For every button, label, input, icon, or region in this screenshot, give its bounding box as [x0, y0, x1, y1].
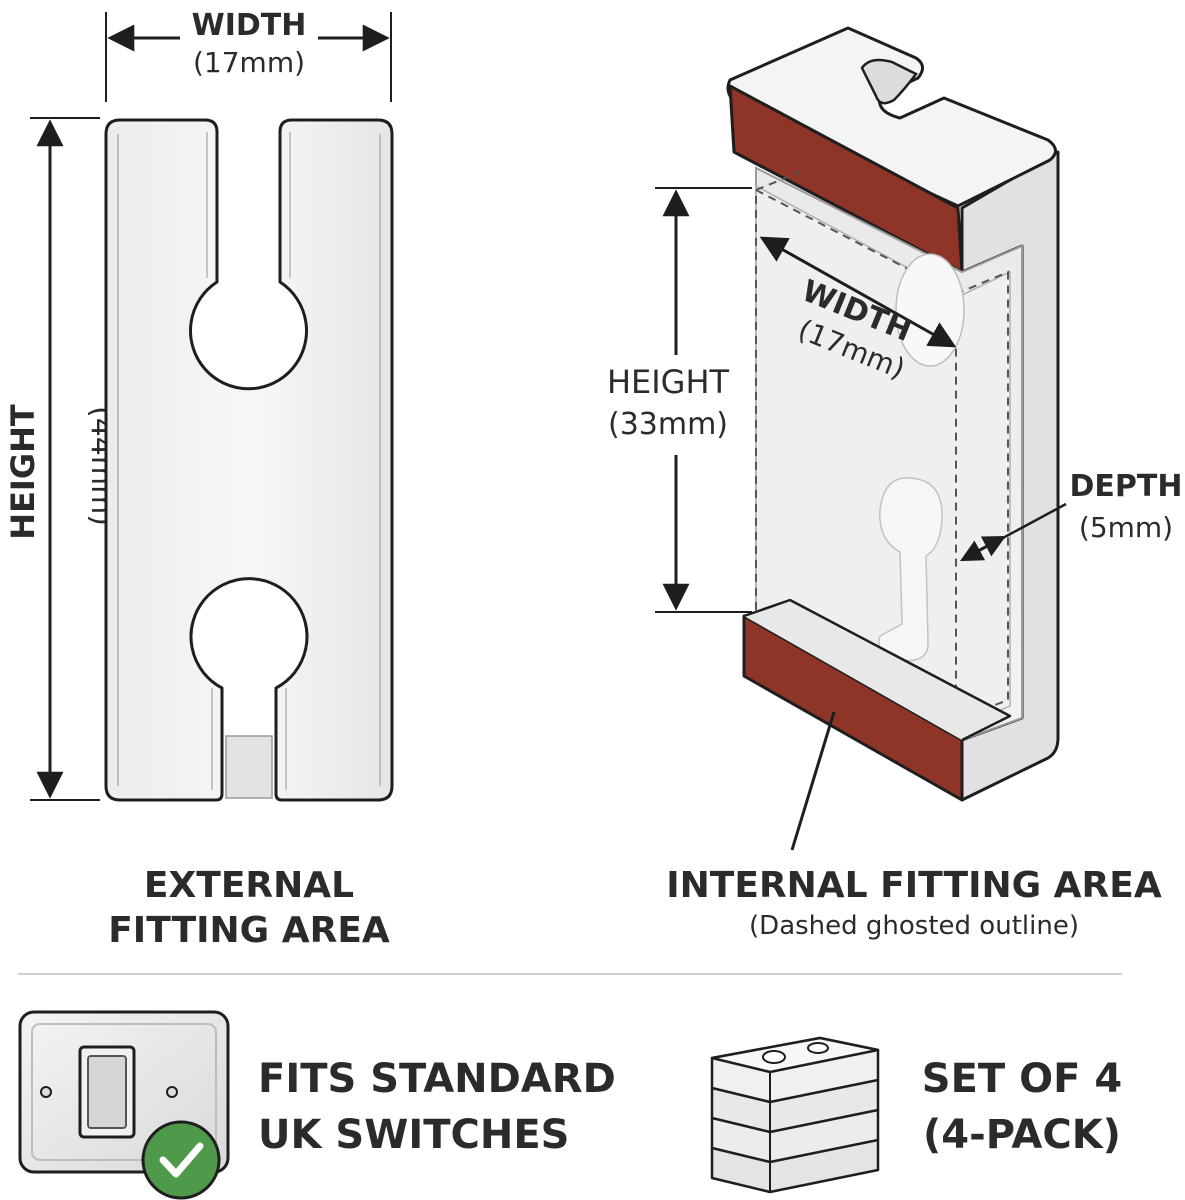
- set-of-4-feature: SET OF 4 (4-PACK): [710, 1036, 1122, 1194]
- external-caption-line2: FITTING AREA: [108, 910, 390, 951]
- set-line2: (4-PACK): [923, 1112, 1121, 1158]
- external-diagram: WIDTH (17mm) HEIGHT (44mm) EXTERNAL FITT…: [4, 8, 394, 951]
- fits-line2: UK SWITCHES: [258, 1112, 569, 1158]
- check-badge-icon: [141, 1120, 221, 1200]
- fits-line1: FITS STANDARD: [258, 1056, 616, 1102]
- stacked-spacers-icon: [710, 1036, 880, 1194]
- internal-bottom-adhesive: [742, 614, 964, 802]
- internal-notch-cylinder: [860, 58, 918, 105]
- external-height-label: HEIGHT: [4, 404, 42, 540]
- external-keyhole-floor: [225, 735, 273, 799]
- internal-upper-hole: [895, 253, 965, 367]
- external-width-label: WIDTH: [192, 8, 307, 43]
- fits-uk-switches-feature: FITS STANDARD UK SWITCHES: [18, 1010, 616, 1200]
- internal-bottom-edge: [743, 598, 1012, 742]
- set-line1: SET OF 4: [922, 1056, 1122, 1102]
- external-width-value: (17mm): [193, 46, 305, 79]
- internal-depth-label: DEPTH: [1070, 469, 1183, 504]
- external-caption-line1: EXTERNAL: [144, 865, 354, 906]
- internal-height-value: (33mm): [608, 407, 728, 442]
- internal-width-arrow: [759, 236, 957, 348]
- internal-depth-arrow: [965, 535, 1006, 559]
- internal-dashed-outline: [755, 171, 1009, 721]
- internal-caption-leader: [790, 711, 836, 851]
- internal-caption-line2: (Dashed ghosted outline): [749, 911, 1079, 941]
- internal-depth-value: (5mm): [1079, 511, 1173, 544]
- internal-height-label: HEIGHT: [607, 363, 730, 401]
- internal-diagram: HEIGHT (33mm) WIDTH (17mm) DEPTH (5mm) I…: [607, 26, 1183, 941]
- external-spacer-plate: [104, 118, 394, 802]
- internal-caption-line1: INTERNAL FITTING AREA: [666, 865, 1162, 906]
